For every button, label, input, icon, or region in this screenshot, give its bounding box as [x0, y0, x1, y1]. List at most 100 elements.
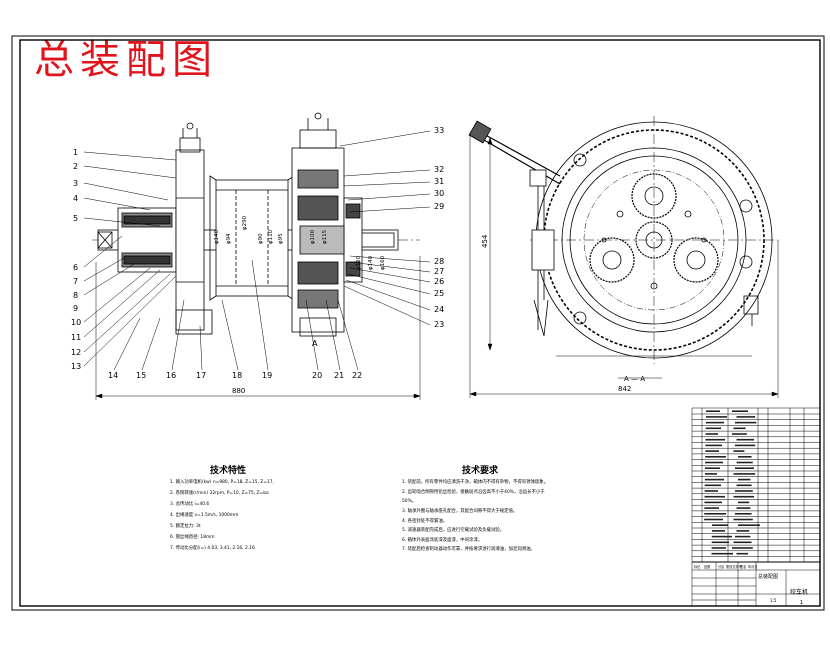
callout-labels-right: 33 32 31 30 29 28 27 26 25 24 23 — [434, 126, 444, 329]
tech-spec-line: 3. 总传动比 i=40.6 — [170, 500, 209, 507]
phi-label-2: φ140 — [214, 229, 220, 244]
title-block-label: 处数 — [704, 564, 711, 569]
section-mark-a: A — [312, 339, 318, 348]
parts-entry-mark — [735, 490, 753, 492]
parts-entry-mark — [705, 456, 726, 458]
title-block-label: 签名 — [740, 564, 746, 569]
callout-6: 6 — [73, 263, 78, 272]
callout-7: 7 — [73, 277, 78, 286]
phi-label-9: φ120 — [356, 255, 362, 270]
callout-23: 23 — [434, 320, 444, 329]
parts-entry-mark — [705, 416, 727, 418]
callout-12: 12 — [71, 348, 81, 357]
callout-19: 19 — [262, 371, 272, 380]
parts-entry-mark — [704, 501, 722, 504]
callout-4: 4 — [73, 194, 78, 203]
callout-18: 18 — [232, 371, 242, 380]
inner-border — [19, 39, 821, 607]
title-block-product-name: 绞车机 — [790, 588, 808, 596]
parts-entry-mark — [735, 444, 756, 447]
callout-3: 3 — [73, 179, 78, 188]
end-view — [468, 116, 778, 364]
section-view — [92, 112, 420, 337]
parts-entry-mark — [735, 467, 754, 469]
tech-spec-line: 7. 传动比分配(i=) 4.03, 3.41, 2.16, 2.16 — [170, 544, 255, 551]
parts-entry-mark — [735, 421, 757, 424]
parts-entry-mark — [733, 450, 745, 452]
tech-spec-line: 1. 输入功率电机(kw) n=980, P=18, Z=15, Z=17, — [170, 478, 274, 485]
parts-entry-mark — [736, 438, 754, 441]
title-block-sheet: 1 — [800, 600, 803, 606]
parts-entry-mark — [704, 507, 719, 509]
parts-entry-mark — [733, 473, 756, 475]
right-view-dimensions — [469, 134, 779, 398]
phi-label-1: φ290 — [242, 215, 248, 230]
callout-13: 13 — [71, 362, 81, 371]
tech-req-line: 4. 各密封处不得漏油。 — [402, 517, 447, 524]
tech-req-title: 技术要求 — [462, 464, 499, 476]
parts-entry-mark — [733, 518, 753, 521]
dim-overall-length: 880 — [232, 387, 245, 395]
tech-spec-line: 6. 钢丝绳直径: 18mm — [170, 533, 215, 540]
parts-list-entries — [704, 410, 760, 555]
parts-entry-mark — [705, 427, 721, 430]
callout-20: 20 — [312, 371, 322, 380]
parts-entry-mark — [738, 478, 751, 481]
parts-entry-mark — [733, 495, 754, 498]
callouts-right — [339, 130, 431, 326]
parts-entry-mark — [705, 444, 722, 447]
parts-entry-mark — [712, 524, 728, 526]
tech-req-line: 3. 轴承外圈与轴承座孔配合，其配合间隙不得大于规定值。 — [402, 507, 517, 514]
parts-entry-mark — [704, 473, 717, 475]
callout-29: 29 — [434, 202, 444, 211]
tech-spec-line: 2. 卷筒转速(r/min) 32rpm, P=10, Z=75, Z=ba — [170, 489, 269, 496]
diameter-labels: φ290 φ140 φ94 φ90 φ110 φ95 φ100 φ115 φ12… — [214, 215, 386, 270]
parts-entry-mark — [735, 513, 752, 515]
parts-entry-mark — [705, 421, 724, 424]
phi-label-7: φ100 — [310, 229, 316, 244]
parts-entry-mark — [732, 547, 753, 549]
callout-15: 15 — [136, 371, 146, 380]
callout-10: 10 — [71, 318, 81, 327]
callout-14: 14 — [108, 371, 118, 380]
callout-16: 16 — [166, 371, 176, 380]
parts-entry-mark — [711, 530, 725, 532]
parts-entry-mark — [711, 535, 732, 538]
callout-21: 21 — [334, 371, 344, 380]
tech-req-line: 7. 装配后检查制动器动作可靠，并按要求进行润滑油，加足润滑油。 — [402, 545, 535, 552]
parts-entry-mark — [711, 547, 726, 549]
parts-entry-mark — [738, 501, 750, 504]
section-mark-aa: A — A — [624, 375, 645, 383]
parts-entry-mark — [706, 410, 720, 412]
callout-27: 27 — [434, 267, 444, 276]
tech-req-lines: 1. 装配前，所有零件均应清洗干净，箱体内不得有杂物，不得有锈蚀现象。 2. 齿… — [402, 478, 548, 552]
title-block-scale: 1:5 — [770, 598, 777, 603]
tech-spec-lines: 1. 输入功率电机(kw) n=980, P=18, Z=15, Z=17, 2… — [170, 478, 274, 551]
callout-labels-left: 1 2 3 4 5 6 7 8 9 10 11 12 13 14 15 16 1… — [71, 148, 362, 380]
callout-22: 22 — [352, 371, 362, 380]
phi-label-5: φ110 — [268, 229, 274, 244]
parts-entry-mark — [738, 456, 752, 458]
tech-req-line: 2. 齿轮啮合侧隙用铅丝检验，接触斑点沿齿高不小于40%，沿齿长不小于 — [402, 488, 545, 495]
phi-label-4: φ90 — [258, 233, 264, 244]
callout-2: 2 — [73, 162, 78, 171]
parts-entry-mark — [704, 478, 724, 481]
parts-entry-mark — [733, 541, 752, 544]
phi-label-6: φ95 — [278, 233, 284, 244]
callout-24: 24 — [434, 305, 444, 314]
phi-label-8: φ115 — [322, 229, 328, 244]
phi-label-11: φ160 — [380, 255, 386, 270]
dim-height-right: 454 — [481, 234, 489, 248]
tech-spec-title: 技术特性 — [210, 464, 246, 476]
title-block-label: 分区 — [718, 564, 725, 569]
parts-entry-mark — [711, 541, 729, 544]
callouts-left — [83, 151, 359, 371]
callout-26: 26 — [434, 277, 444, 286]
parts-entry-mark — [736, 484, 752, 487]
parts-entry-mark — [705, 467, 720, 469]
tech-spec-line: 4. 出绳速度 v=1.5m/s, 1000mm — [170, 511, 238, 518]
parts-entry-mark — [738, 524, 760, 526]
drawing-title-stamp: 总装配图 — [34, 37, 218, 83]
callout-31: 31 — [434, 177, 444, 186]
